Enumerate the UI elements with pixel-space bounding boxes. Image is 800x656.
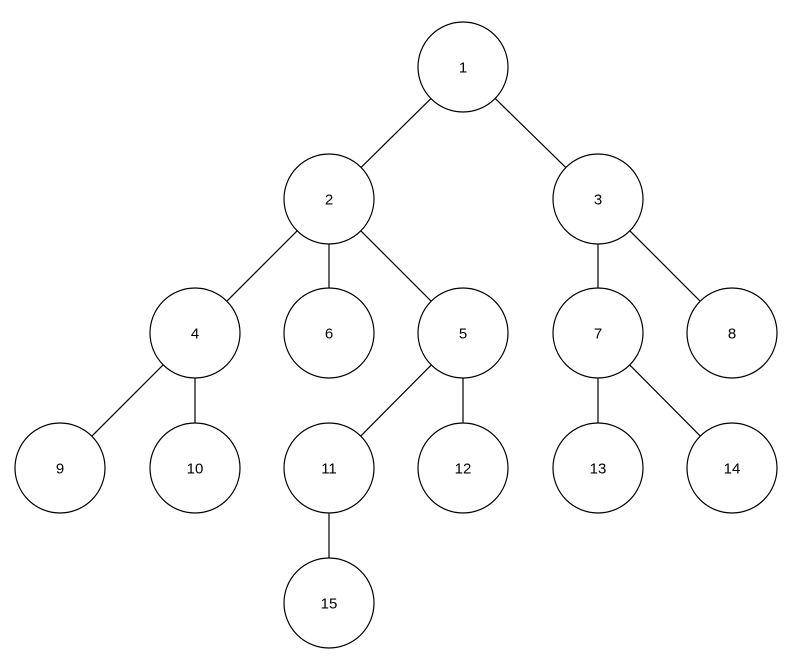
node-circle-4 bbox=[149, 287, 241, 379]
tree-node-11: 11 bbox=[283, 422, 375, 514]
node-label-10: 10 bbox=[187, 461, 204, 478]
node-circle-13 bbox=[552, 422, 644, 514]
edge-5-11 bbox=[360, 364, 432, 437]
node-label-7: 7 bbox=[594, 326, 602, 343]
edge-3-8 bbox=[629, 230, 701, 302]
node-circle-12 bbox=[417, 422, 509, 514]
edge-2-5 bbox=[360, 230, 432, 302]
edge-7-14 bbox=[629, 364, 701, 437]
node-label-4: 4 bbox=[191, 326, 199, 343]
node-label-11: 11 bbox=[321, 461, 337, 478]
tree-node-9: 9 bbox=[14, 422, 106, 514]
edge-2-4 bbox=[226, 230, 298, 302]
node-label-2: 2 bbox=[325, 192, 333, 209]
tree-edges bbox=[91, 98, 701, 558]
node-circle-7 bbox=[552, 287, 644, 379]
tree-node-5: 5 bbox=[417, 287, 509, 379]
node-label-5: 5 bbox=[459, 326, 467, 343]
tree-node-10: 10 bbox=[149, 422, 241, 514]
tree-node-15: 15 bbox=[283, 557, 375, 649]
tree-node-13: 13 bbox=[552, 422, 644, 514]
node-circle-8 bbox=[686, 287, 778, 379]
tree-node-2: 2 bbox=[283, 153, 375, 245]
node-label-6: 6 bbox=[325, 326, 333, 343]
tree-node-14: 14 bbox=[686, 422, 778, 514]
node-label-15: 15 bbox=[321, 596, 338, 613]
node-label-14: 14 bbox=[724, 461, 741, 478]
node-circle-9 bbox=[14, 422, 106, 514]
node-label-1: 1 bbox=[459, 60, 467, 77]
node-label-12: 12 bbox=[455, 461, 472, 478]
edge-1-2 bbox=[360, 98, 432, 168]
tree-node-6: 6 bbox=[283, 287, 375, 379]
edge-4-9 bbox=[91, 364, 164, 437]
node-circle-6 bbox=[283, 287, 375, 379]
node-circle-2 bbox=[283, 153, 375, 245]
node-circle-5 bbox=[417, 287, 509, 379]
tree-node-12: 12 bbox=[417, 422, 509, 514]
node-circle-1 bbox=[417, 21, 509, 113]
edge-1-3 bbox=[494, 98, 567, 168]
node-circle-10 bbox=[149, 422, 241, 514]
node-circle-11 bbox=[283, 422, 375, 514]
node-label-8: 8 bbox=[728, 326, 736, 343]
node-circle-15 bbox=[283, 557, 375, 649]
node-label-9: 9 bbox=[56, 461, 64, 478]
node-label-3: 3 bbox=[594, 192, 602, 209]
node-label-13: 13 bbox=[590, 461, 607, 478]
tree-node-7: 7 bbox=[552, 287, 644, 379]
tree-node-1: 1 bbox=[417, 21, 509, 113]
node-circle-3 bbox=[552, 153, 644, 245]
tree-node-4: 4 bbox=[149, 287, 241, 379]
node-circle-14 bbox=[686, 422, 778, 514]
tree-node-3: 3 bbox=[552, 153, 644, 245]
tree-node-8: 8 bbox=[686, 287, 778, 379]
